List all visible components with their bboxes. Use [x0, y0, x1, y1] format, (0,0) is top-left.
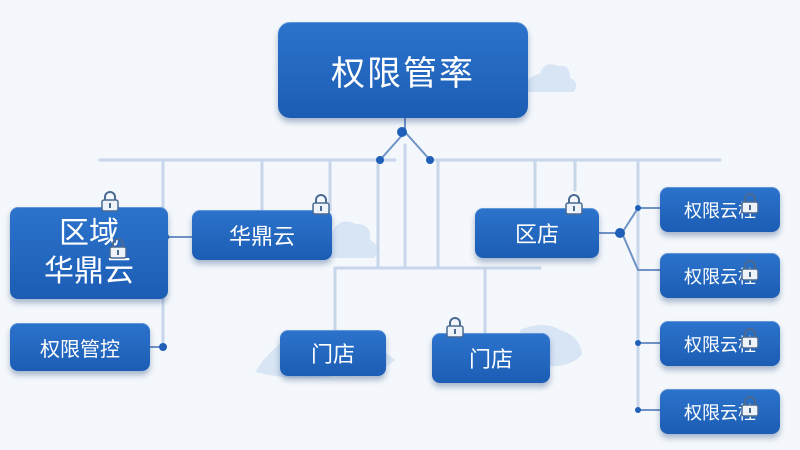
cloud-icon [317, 221, 378, 258]
lock-icon [101, 191, 119, 212]
cloud-icon [527, 64, 577, 92]
junction-dot [159, 343, 167, 351]
store-node[interactable]: 门店 [280, 330, 386, 376]
store-node-label: 门店 [468, 348, 513, 373]
root-node[interactable]: 权限管率 [278, 22, 528, 118]
lock-icon [109, 238, 127, 259]
leaf-node[interactable]: 权限云柱 [660, 253, 780, 298]
leaf-node[interactable]: 权限云柱 [660, 187, 780, 232]
lock-icon [312, 194, 330, 215]
junction-dot [397, 127, 407, 137]
junction-dot [635, 340, 641, 346]
leaf-node-label: 权限云柱 [684, 266, 756, 288]
perm-control-node[interactable]: 权限管控 [10, 323, 150, 371]
junction-dot [635, 407, 641, 413]
leaf-node[interactable]: 权限云柱 [660, 389, 780, 434]
junction-dot [426, 156, 434, 164]
huading-node[interactable]: 华鼎云 [192, 210, 332, 260]
root-node-label: 权限管率 [331, 53, 475, 94]
perm-control-node-label: 权限管控 [40, 336, 120, 361]
region-node-line1: 区域 [59, 216, 119, 251]
leaf-node-label: 权限云柱 [684, 200, 756, 222]
huading-node-label: 华鼎云 [228, 225, 295, 250]
leaf-node-label: 权限云柱 [684, 402, 756, 424]
junction-dot [615, 228, 625, 238]
leaf-node-label: 权限云柱 [684, 334, 756, 356]
region-node-line2: 华鼎云 [44, 254, 134, 289]
lock-icon [565, 194, 583, 215]
region-node[interactable]: 区域 华鼎云 [10, 207, 168, 299]
leaf-node[interactable]: 权限云柱 [660, 321, 780, 366]
store-node-label: 门店 [310, 343, 355, 368]
lock-icon [446, 317, 464, 338]
fan-leaf-2 [621, 232, 660, 271]
junction-dot [376, 156, 384, 164]
lock-icon [741, 260, 759, 281]
lock-icon [741, 396, 759, 417]
fan-leaf-1 [621, 207, 660, 234]
lock-icon [741, 328, 759, 349]
junction-dot [635, 205, 641, 211]
district-node[interactable]: 区店 [475, 208, 599, 258]
store-node[interactable]: 门店 [432, 333, 550, 383]
lock-icon [741, 193, 759, 214]
district-node-label: 区店 [514, 223, 559, 248]
